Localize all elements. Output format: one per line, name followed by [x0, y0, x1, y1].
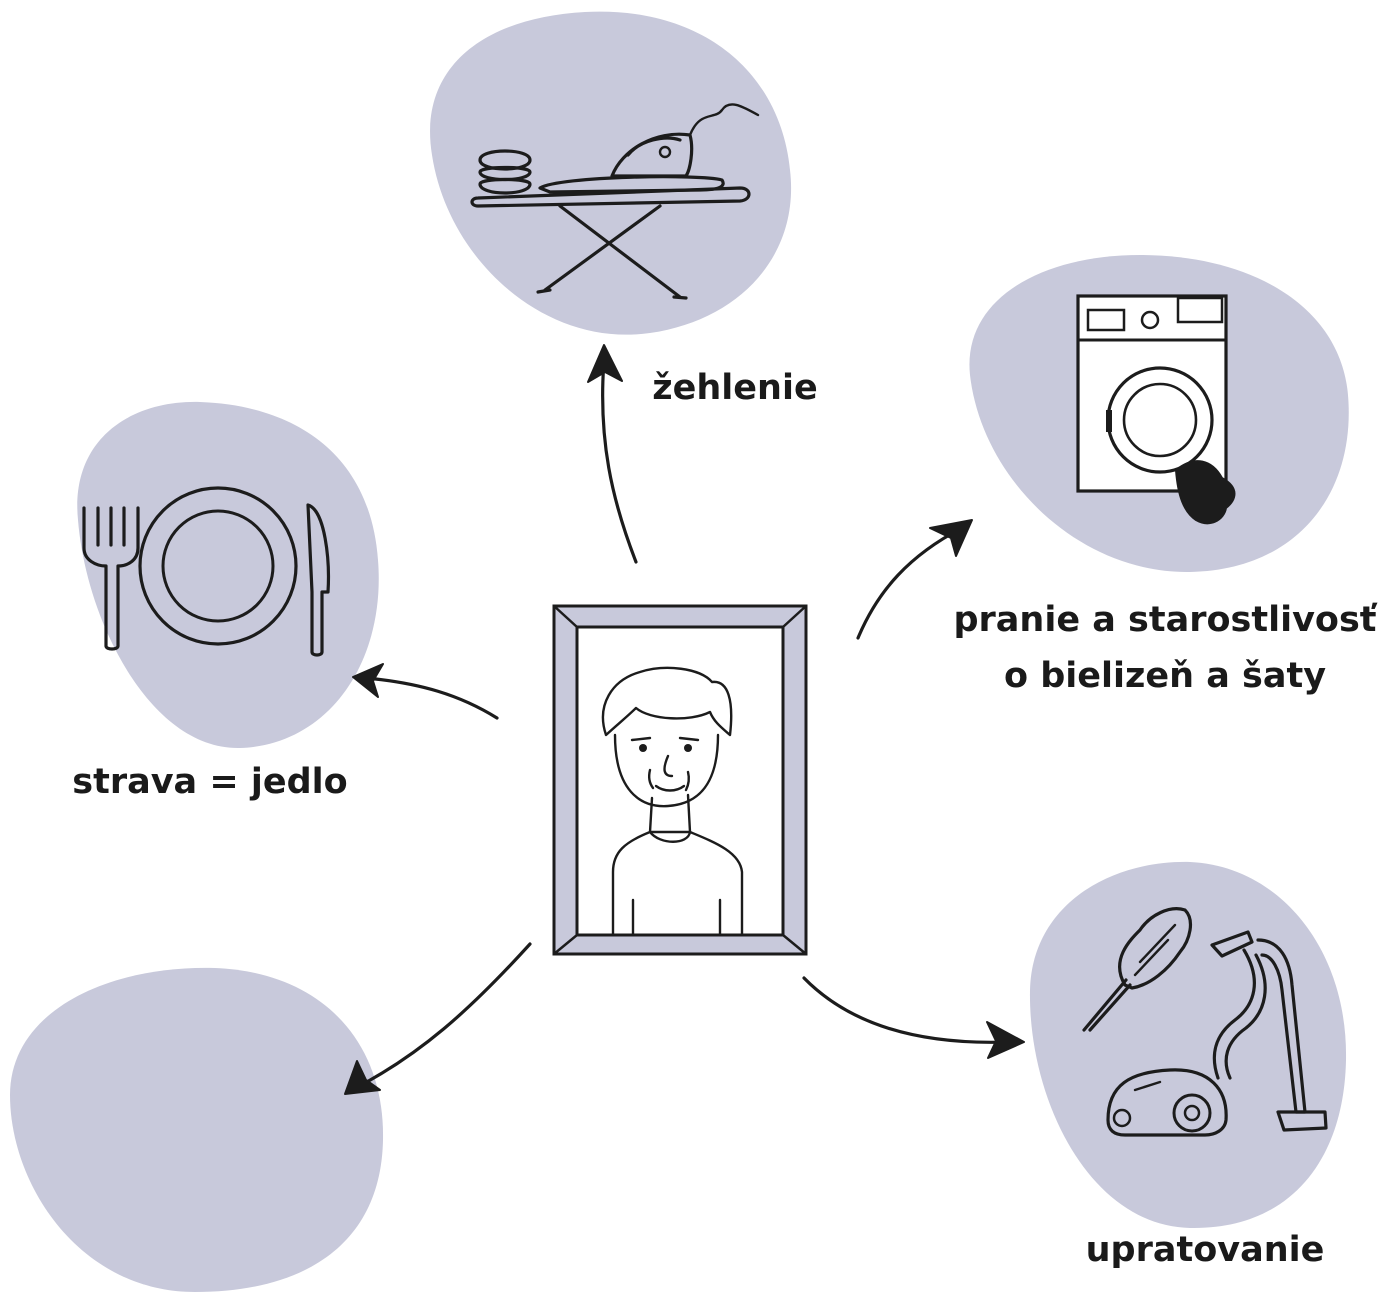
arrow-to-empty [345, 944, 530, 1094]
laundry-label-line-1: pranie a starostlivosť [950, 592, 1380, 648]
laundry-label: pranie a starostlivosť o bielizeň a šaty [950, 592, 1380, 704]
arrow-to-ironing [588, 345, 636, 562]
cleaning-label: upratovanie [1080, 1222, 1330, 1278]
arrow-to-food [353, 664, 497, 718]
laundry-label-line-2: o bielizeň a šaty [950, 648, 1380, 704]
food-label: strava = jedlo [70, 754, 350, 810]
ironing-label: žehlenie [640, 360, 830, 416]
arrow-to-cleaning [804, 978, 1024, 1058]
empty-blob [10, 968, 383, 1292]
portrait-of-elderly-man-icon [554, 606, 806, 954]
washing-machine-icon [1078, 296, 1235, 523]
food-blob [77, 402, 378, 748]
ironing-blob [430, 12, 791, 335]
